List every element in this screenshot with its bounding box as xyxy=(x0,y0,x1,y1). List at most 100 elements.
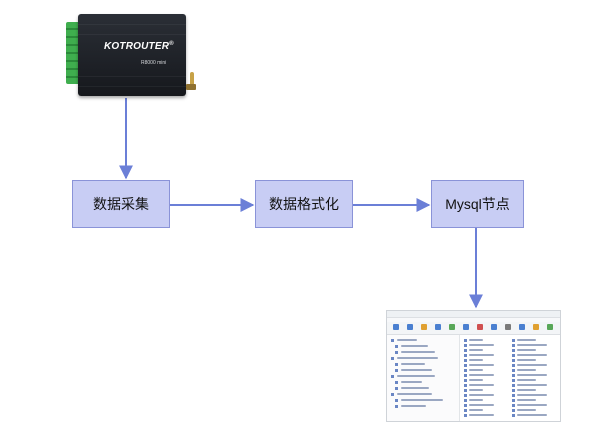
step-data-collection: 数据采集 xyxy=(72,180,170,228)
router-device xyxy=(78,14,186,96)
db-toolbar-icon xyxy=(477,324,483,330)
db-table-icon xyxy=(512,414,515,417)
db-tree-icon xyxy=(395,405,398,408)
db-table-icon xyxy=(464,349,467,352)
db-toolbar-icon xyxy=(491,324,497,330)
step-data-format: 数据格式化 xyxy=(255,180,353,228)
db-connection-tree xyxy=(387,335,460,421)
device-brand-logo: KOTROUTER® xyxy=(104,41,174,52)
db-table-icon xyxy=(464,409,467,412)
db-table-item xyxy=(517,339,536,341)
db-table-item xyxy=(469,359,483,361)
db-table-item xyxy=(517,344,547,346)
db-table-item xyxy=(517,404,547,406)
step-data-collection-label: 数据采集 xyxy=(93,196,149,212)
db-table-icon xyxy=(512,389,515,392)
db-table-item xyxy=(469,389,483,391)
db-table-icon xyxy=(464,339,467,342)
db-table-item xyxy=(517,349,536,351)
db-table-icon xyxy=(512,344,515,347)
db-table-icon xyxy=(512,379,515,382)
db-tree-icon xyxy=(395,345,398,348)
db-table-icon xyxy=(464,344,467,347)
db-tree-item xyxy=(397,339,417,341)
db-tree-icon xyxy=(391,357,394,360)
device-model-label: R8000 mini xyxy=(141,60,167,66)
db-table-icon xyxy=(464,359,467,362)
db-table-item xyxy=(517,354,547,356)
db-table-icon xyxy=(512,364,515,367)
db-toolbar-icon xyxy=(449,324,455,330)
db-table-item xyxy=(469,414,494,416)
db-toolbar-icon xyxy=(547,324,553,330)
db-tree-icon xyxy=(395,399,398,402)
db-tree-item xyxy=(397,357,438,359)
db-table-item xyxy=(517,364,547,366)
db-table-icon xyxy=(464,384,467,387)
db-table-icon xyxy=(464,414,467,417)
db-table-item xyxy=(517,389,536,391)
db-table-item xyxy=(469,364,494,366)
db-table-icon xyxy=(512,374,515,377)
db-tree-item xyxy=(401,399,443,401)
db-table-item xyxy=(469,374,494,376)
db-table-list xyxy=(460,335,560,421)
db-table-item xyxy=(469,394,494,396)
db-table-icon xyxy=(512,394,515,397)
db-table-item xyxy=(469,404,494,406)
antenna-base xyxy=(186,84,196,90)
db-toolbar-icon xyxy=(407,324,413,330)
db-table-icon xyxy=(464,389,467,392)
db-table-icon xyxy=(512,354,515,357)
db-table-item xyxy=(517,374,547,376)
db-table-item xyxy=(469,409,483,411)
db-toolbar-icon xyxy=(421,324,427,330)
db-table-item xyxy=(469,344,494,346)
db-toolbar-icon xyxy=(505,324,511,330)
db-table-item xyxy=(517,409,536,411)
db-table-icon xyxy=(512,339,515,342)
db-tree-item xyxy=(401,381,422,383)
antenna-icon xyxy=(190,72,194,88)
db-table-item xyxy=(469,349,483,351)
db-table-item xyxy=(469,369,483,371)
db-table-icon xyxy=(464,369,467,372)
db-table-icon xyxy=(512,404,515,407)
db-table-icon xyxy=(512,409,515,412)
db-tree-item xyxy=(397,393,432,395)
db-tree-item xyxy=(401,387,429,389)
db-tree-icon xyxy=(395,369,398,372)
db-table-item xyxy=(517,359,536,361)
db-menubar xyxy=(387,318,560,322)
db-tree-item xyxy=(397,375,435,377)
step-mysql-node-label: Mysql节点 xyxy=(445,196,510,212)
db-table-icon xyxy=(512,384,515,387)
db-tree-item xyxy=(401,369,432,371)
db-titlebar xyxy=(387,311,560,318)
db-toolbar xyxy=(387,322,560,335)
db-toolbar-icon xyxy=(393,324,399,330)
db-table-icon xyxy=(512,349,515,352)
db-tree-item xyxy=(401,345,428,347)
db-toolbar-icon xyxy=(533,324,539,330)
db-table-icon xyxy=(464,404,467,407)
db-tree-item xyxy=(401,351,435,353)
db-tree-item xyxy=(401,405,426,407)
db-toolbar-icon xyxy=(519,324,525,330)
db-tree-icon xyxy=(395,387,398,390)
db-table-item xyxy=(469,339,483,341)
db-table-icon xyxy=(464,379,467,382)
db-tree-icon xyxy=(395,351,398,354)
db-table-item xyxy=(517,379,536,381)
db-table-icon xyxy=(464,354,467,357)
db-toolbar-icon xyxy=(463,324,469,330)
db-table-item xyxy=(469,354,494,356)
terminal-block xyxy=(66,22,78,84)
db-tree-item xyxy=(401,363,425,365)
db-table-icon xyxy=(464,394,467,397)
db-table-item xyxy=(517,384,547,386)
db-table-icon xyxy=(512,359,515,362)
db-table-icon xyxy=(464,399,467,402)
db-table-icon xyxy=(512,369,515,372)
